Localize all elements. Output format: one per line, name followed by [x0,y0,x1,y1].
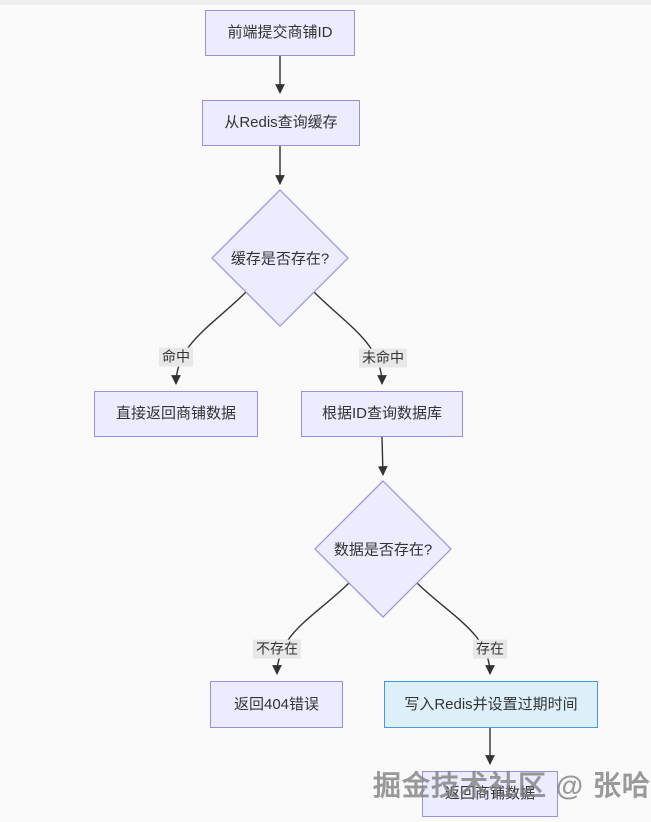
decision-cache-exists-label: 缓存是否存在? [230,250,330,268]
edge-data-not-exist [272,582,350,675]
edge-data-exist [416,582,495,675]
decision-cache-exists-shape [211,189,349,327]
node-query-db-by-id: 根据ID查询数据库 [301,391,463,437]
node-write-redis-set-expiry: 写入Redis并设置过期时间 [384,681,598,728]
edge-cache-hit [171,291,247,385]
node-frontend-submit-shop-id: 前端提交商铺ID [205,10,355,56]
edge-label-not-exist: 不存在 [253,639,301,659]
edge-label-exist: 存在 [473,639,507,659]
node-return-404: 返回404错误 [210,681,343,728]
top-edge-shade [0,0,651,5]
decision-data-exists-shape [314,480,452,618]
watermark: 掘金技术社区 @ 张哈大 [373,770,651,801]
edge-cache-miss [313,291,387,385]
node-query-redis-cache: 从Redis查询缓存 [202,100,360,146]
node-return-shop-data-direct: 直接返回商铺数据 [94,391,258,437]
decision-data-exists-label: 数据是否存在? [333,541,433,559]
edge-db-query-to-data-decision [377,436,388,476]
edge-label-hit: 命中 [159,347,193,367]
node-return-shop-data: 返回商铺数据 [422,771,558,817]
edge-label-miss: 未命中 [359,348,407,368]
